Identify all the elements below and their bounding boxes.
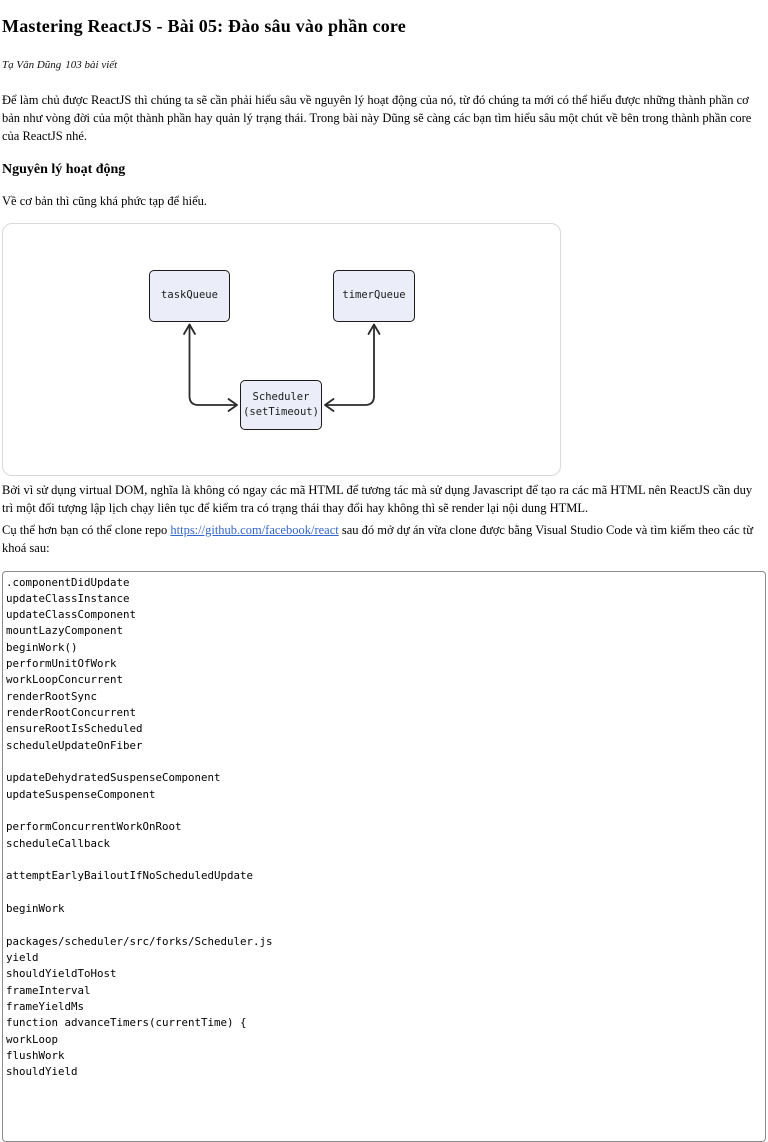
scheduler-label-line2: (setTimeout) bbox=[243, 405, 319, 418]
page-title: Mastering ReactJS - Bài 05: Đào sâu vào … bbox=[2, 16, 406, 36]
connector-timer-scheduler bbox=[326, 323, 375, 406]
clone-repo-text-suffix: sau đó mở dự án vừa clone được bằng Visu… bbox=[2, 522, 753, 555]
connector-task-scheduler bbox=[188, 323, 236, 406]
arrowhead-right-scheduler bbox=[227, 397, 238, 412]
diagram-node-taskqueue: taskQueue bbox=[149, 269, 230, 322]
section-heading: Nguyên lý hoạt động bbox=[2, 161, 126, 177]
article: Mastering ReactJS - Bài 05: Đào sâu vào … bbox=[2, 15, 766, 1142]
scheduler-label-line1: Scheduler bbox=[252, 391, 310, 404]
timerqueue-label: timerQueue bbox=[342, 289, 406, 302]
taskqueue-label: taskQueue bbox=[161, 289, 218, 302]
virtual-dom-paragraph: Bởi vì sử dụng virtual DOM, nghĩa là khô… bbox=[2, 482, 753, 515]
diagram-node-timerqueue: timerQueue bbox=[333, 269, 415, 322]
author-post-count: 103 bài viết bbox=[65, 58, 118, 71]
diagram-node-scheduler: Scheduler (setTimeout) bbox=[240, 379, 322, 430]
intro-paragraph: Để làm chủ được ReactJS thì chúng ta sẽ … bbox=[2, 92, 752, 143]
diagram-arrows bbox=[183, 323, 381, 412]
author-name: Tạ Văn Dũng bbox=[2, 58, 62, 71]
arrowhead-up-timerqueue bbox=[367, 323, 381, 335]
section-lead: Về cơ bản thì cũng khá phức tạp để hiểu. bbox=[2, 193, 207, 208]
arrowhead-left-scheduler bbox=[324, 397, 335, 412]
keyword-code-block: .componentDidUpdate updateClassInstance … bbox=[2, 570, 766, 1142]
clone-repo-paragraph: Cụ thể hơn bạn có thể clone repo https:/… bbox=[2, 521, 766, 557]
arrowhead-up-taskqueue bbox=[183, 323, 196, 335]
github-react-link[interactable]: https://github.com/facebook/react bbox=[170, 522, 339, 537]
scheduler-diagram: taskQueue timerQueue Scheduler (setTimeo… bbox=[2, 222, 561, 476]
clone-repo-text-prefix: Cụ thể hơn bạn có thể clone repo bbox=[2, 522, 171, 537]
